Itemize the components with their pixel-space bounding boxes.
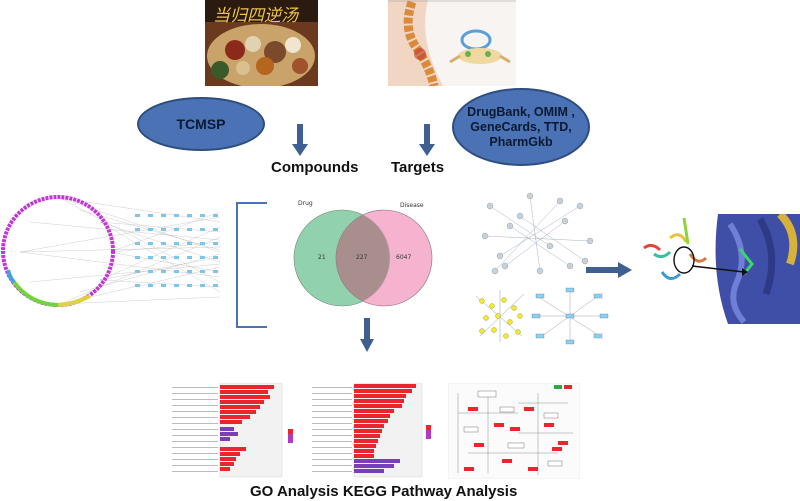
- disease-databases-node: DrugBank, OMIM , GeneCards, TTD, PharmGk…: [452, 88, 590, 166]
- kegg-pathway-map-image: [448, 383, 580, 479]
- spine-anatomy-image: [388, 0, 516, 86]
- go-bar-chart-image: [170, 383, 302, 479]
- disease-db-line-1: DrugBank, OMIM ,: [467, 104, 575, 119]
- venn-diagram: Drug Disease 21 227 6047: [292, 192, 438, 310]
- tcmsp-label: TCMSP: [176, 116, 226, 132]
- ppi-network-image: [470, 186, 610, 346]
- venn-right-only-count: 6047: [396, 254, 412, 261]
- arrow-right-icon: [586, 262, 632, 278]
- kegg-bar-chart-image: [310, 383, 442, 479]
- venn-left-only-count: 21: [318, 254, 326, 261]
- targets-label: Targets: [391, 159, 445, 176]
- venn-right-label: Disease: [400, 202, 424, 209]
- herbal-medicine-image: 当归四逆汤: [205, 0, 318, 86]
- venn-left-label: Drug: [298, 200, 313, 207]
- arrow-down-icon: [292, 124, 308, 156]
- herb-banner-text: 当归四逆汤: [213, 6, 298, 26]
- compounds-label: Compounds: [271, 159, 359, 176]
- bracket-shape: [236, 202, 267, 328]
- venn-overlap-count: 227: [356, 254, 368, 261]
- tcmsp-database-node: TCMSP: [137, 97, 265, 151]
- arrow-down-icon: [419, 124, 435, 156]
- disease-db-line-2: GeneCards, TTD,: [470, 119, 572, 134]
- molecular-docking-image: [640, 214, 800, 324]
- arrow-down-icon: [360, 318, 374, 352]
- compound-target-network-image: [0, 192, 230, 310]
- analysis-caption: GO Analysis KEGG Pathway Analysis: [250, 483, 518, 500]
- disease-db-line-3: PharmGkb: [489, 134, 553, 149]
